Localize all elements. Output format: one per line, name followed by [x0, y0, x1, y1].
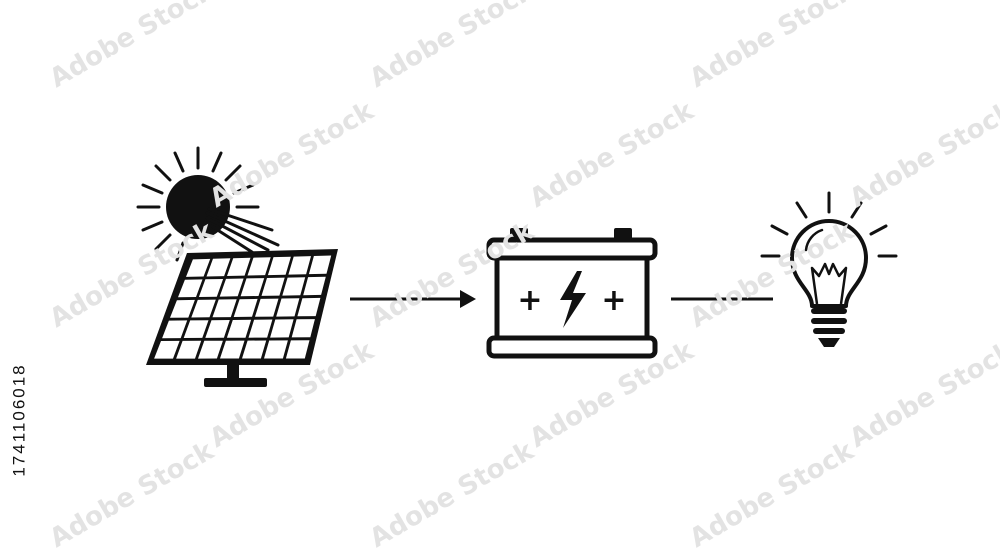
panel-cell — [178, 279, 203, 298]
panel-cell — [220, 340, 245, 359]
panel-cell — [297, 297, 321, 317]
panel-cell — [264, 340, 288, 359]
arrow-solar-to-battery — [350, 290, 476, 308]
panel-cell — [308, 255, 332, 275]
panel-cell — [255, 298, 279, 317]
panel-cell — [154, 340, 180, 359]
stock-id-text: 1741106018 — [10, 363, 30, 477]
solar-panel-icon — [146, 249, 338, 387]
stock-id-vertical: 1741106018 — [0, 300, 40, 540]
battery-icon: + + — [486, 228, 658, 359]
panel-cell — [226, 319, 252, 338]
panel-cell — [303, 276, 326, 296]
panel-cell — [282, 277, 306, 296]
panel-cell — [206, 258, 231, 277]
panel-cell — [198, 340, 223, 359]
panel-cell — [285, 340, 310, 359]
light-bulb-icon — [760, 191, 898, 347]
panel-cell — [205, 320, 230, 338]
sun-icon — [136, 146, 280, 262]
panel-cell — [233, 298, 258, 317]
panel-cell — [276, 298, 300, 317]
panel-cell — [162, 320, 188, 339]
battery-plus-right: + — [601, 283, 626, 318]
panel-cell — [240, 278, 265, 297]
panel-cell — [267, 256, 291, 276]
panel-cell — [247, 257, 271, 276]
panel-cell — [270, 319, 294, 338]
panel-cell — [261, 277, 285, 296]
panel-cell — [170, 299, 195, 318]
panel-cell — [227, 257, 251, 276]
panel-cell — [219, 278, 244, 297]
panel-cell — [248, 319, 273, 338]
panel-cell-grid — [154, 255, 332, 359]
panel-cell — [288, 256, 311, 275]
panel-cell — [183, 320, 209, 338]
panel-cell — [242, 340, 267, 359]
panel-cell — [191, 299, 216, 318]
lightning-bolt-icon — [560, 271, 586, 328]
panel-cell — [198, 279, 224, 297]
panel-cell — [212, 299, 237, 318]
panel-cell — [176, 340, 202, 359]
panel-cell — [186, 258, 211, 277]
battery-plus-left: + — [517, 283, 542, 318]
panel-cell — [291, 319, 315, 338]
